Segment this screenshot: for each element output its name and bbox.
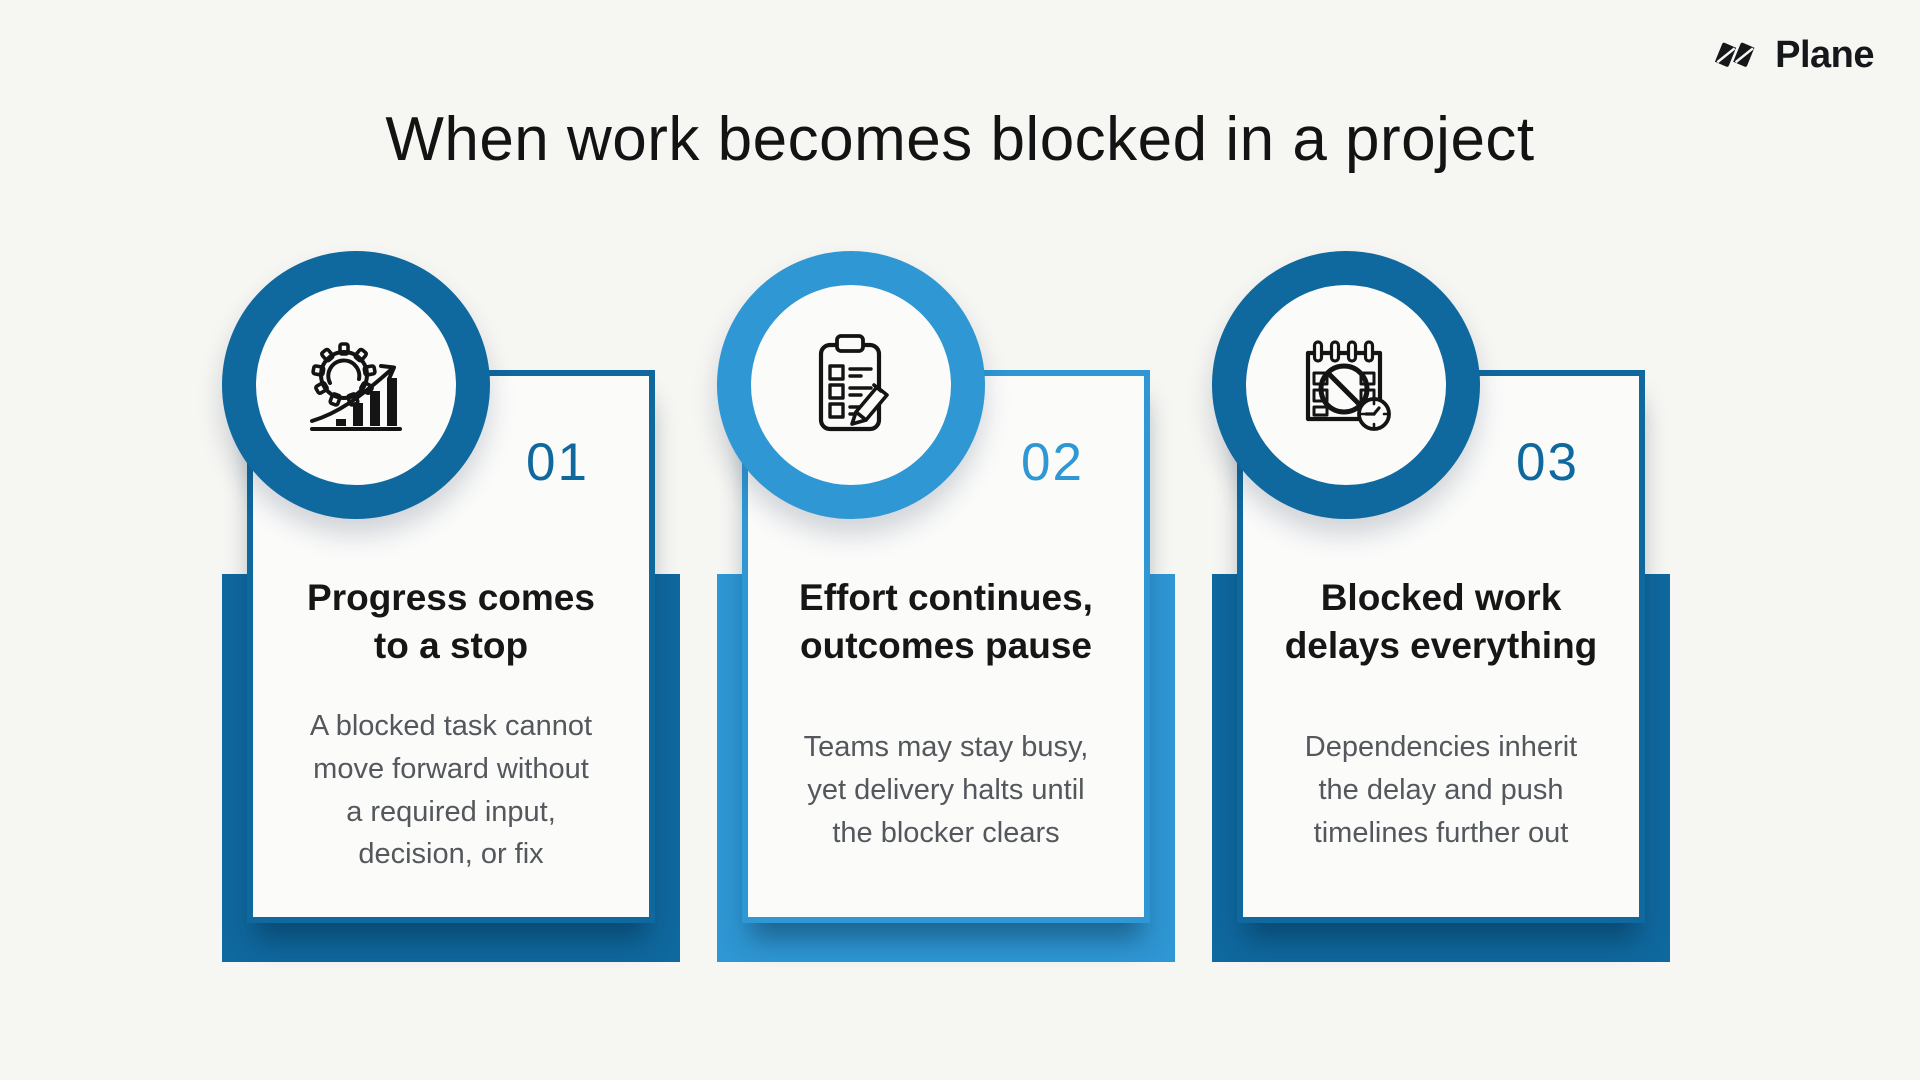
card-body: A blocked task cannot move forward witho… — [309, 709, 593, 871]
card-unit-effort-continues: 02 Effort continues, outcomes pause Team… — [717, 251, 1175, 962]
growth-gear-icon — [310, 342, 402, 431]
card-body: Teams may stay busy, yet delivery halts … — [803, 731, 1089, 849]
card-body: Dependencies inherit the delay and push … — [1304, 731, 1578, 849]
clipboard-checklist-icon — [818, 334, 889, 432]
card-unit-progress-stops: 01 Progress comes to a stop A blocked ta… — [222, 251, 680, 962]
card-title: Effort continues, outcomes pause — [799, 577, 1093, 667]
card-number: 02 — [1021, 433, 1084, 492]
brand-name: Plane — [1775, 34, 1874, 76]
plane-logo-icon — [1715, 42, 1755, 67]
card-icon-circle — [1212, 251, 1480, 519]
card-number: 03 — [1516, 433, 1579, 492]
card-unit-blocked-delays: 03 Blocked work delays everything Depend… — [1212, 251, 1670, 962]
card-title: Progress comes to a stop — [307, 577, 595, 667]
plane-logo: Plane — [1713, 34, 1874, 77]
blocked-calendar-icon — [1305, 340, 1391, 431]
page-title: When work becomes blocked in a project — [385, 105, 1535, 174]
card-icon-circle — [717, 251, 985, 519]
card-icon-circle — [222, 251, 490, 519]
card-title: Blocked work delays everything — [1284, 577, 1598, 667]
card-number: 01 — [526, 433, 589, 492]
